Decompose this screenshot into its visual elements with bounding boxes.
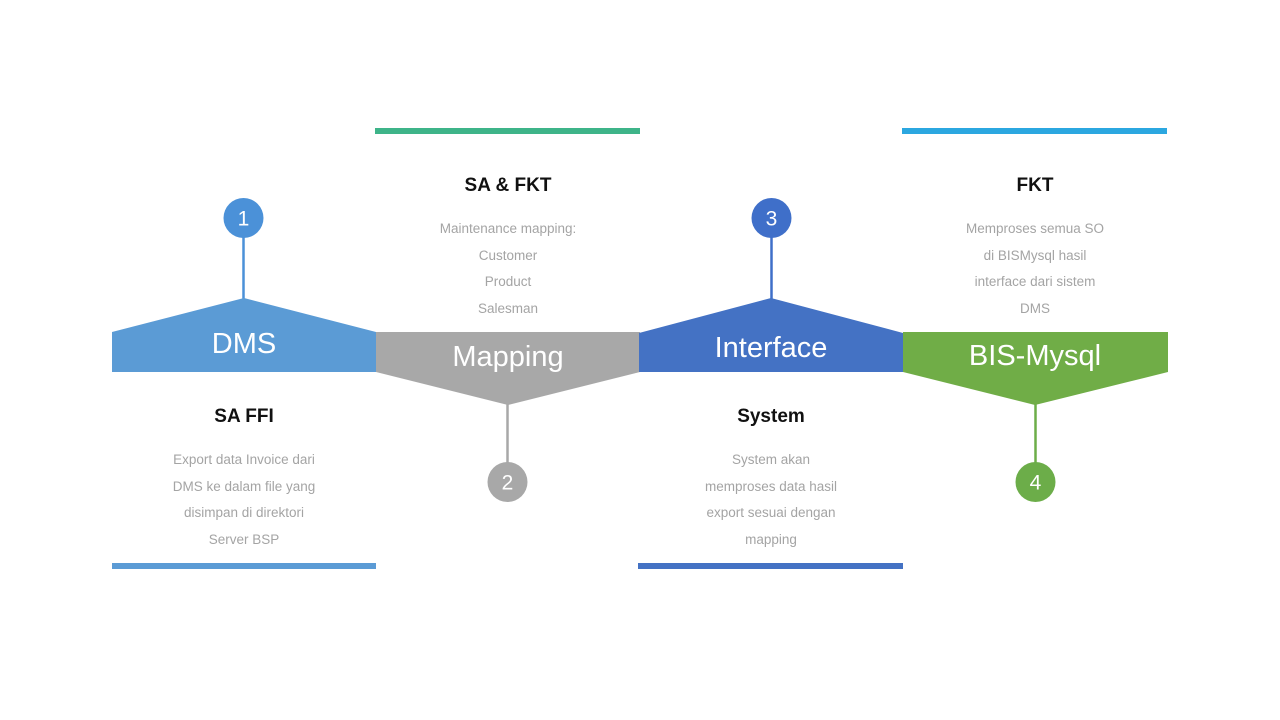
step-circle-2 [487,462,528,502]
panel-body-fkt: Memproses semua SO di BISMysql hasil int… [903,216,1167,322]
panel-line: Server BSP [208,531,280,547]
panel-system: System System akan memproses data hasil … [639,403,903,553]
banner-label-bis-mysql: BIS-Mysql [969,340,1101,372]
panel-sa-fkt: SA & FKT Maintenance mapping: Customer P… [376,172,640,322]
panel-line: di BISMysql hasil [983,247,1087,263]
banner-shape-dms [112,298,376,372]
panel-line: Maintenance mapping: [439,221,577,236]
step-number-1: 1 [238,208,250,231]
accent-bar-bottom-system [638,563,903,569]
panel-sa-ffi: SA FFI Export data Invoice dari DMS ke d… [112,403,376,553]
step-circle-4 [1015,462,1056,502]
panel-title-system: System [737,406,805,427]
panel-line: Customer [478,247,538,263]
panel-title-sa-fkt: SA & FKT [464,175,552,196]
panel-line: memproses data hasil [704,478,838,494]
banner-label-dms: DMS [212,328,276,360]
accent-bar-top-sa-fkt [375,128,640,134]
panel-line: Memproses semua SO [965,221,1105,236]
panel-line: Salesman [477,300,539,316]
panel-fkt: FKT Memproses semua SO di BISMysql hasil… [903,172,1167,322]
banner-label-mapping: Mapping [452,341,563,373]
step-circle-3 [751,198,792,238]
accent-bar-bottom-sa-ffi [112,563,376,569]
step-circle-1 [223,198,264,238]
panel-title-sa-ffi: SA FFI [214,406,274,427]
panel-line: Product [484,274,532,289]
panel-line: interface dari sistem [974,274,1096,289]
banner-shape-interface [639,298,903,372]
panel-line: disimpan di direktori [183,505,305,520]
panel-line: System akan [731,452,811,467]
banner-shape-bis-mysql [903,332,1168,405]
panel-line: DMS [1020,300,1050,316]
panel-line: DMS ke dalam file yang [172,478,316,494]
step-number-2: 2 [502,472,514,495]
step-number-4: 4 [1030,472,1042,495]
panel-body-sa-ffi: Export data Invoice dari DMS ke dalam fi… [112,447,376,553]
panel-line: export sesuai dengan [706,505,836,520]
banner-shape-mapping [376,332,640,405]
panel-body-system: System akan memproses data hasil export … [639,447,903,553]
panel-body-sa-fkt: Maintenance mapping: Customer Product Sa… [376,216,640,322]
panel-line: Export data Invoice dari [173,452,315,467]
banner-label-interface: Interface [715,332,828,364]
step-number-3: 3 [766,208,778,231]
panel-title-fkt: FKT [1016,175,1054,196]
accent-bar-top-fkt [902,128,1167,134]
panel-line: mapping [745,531,797,547]
